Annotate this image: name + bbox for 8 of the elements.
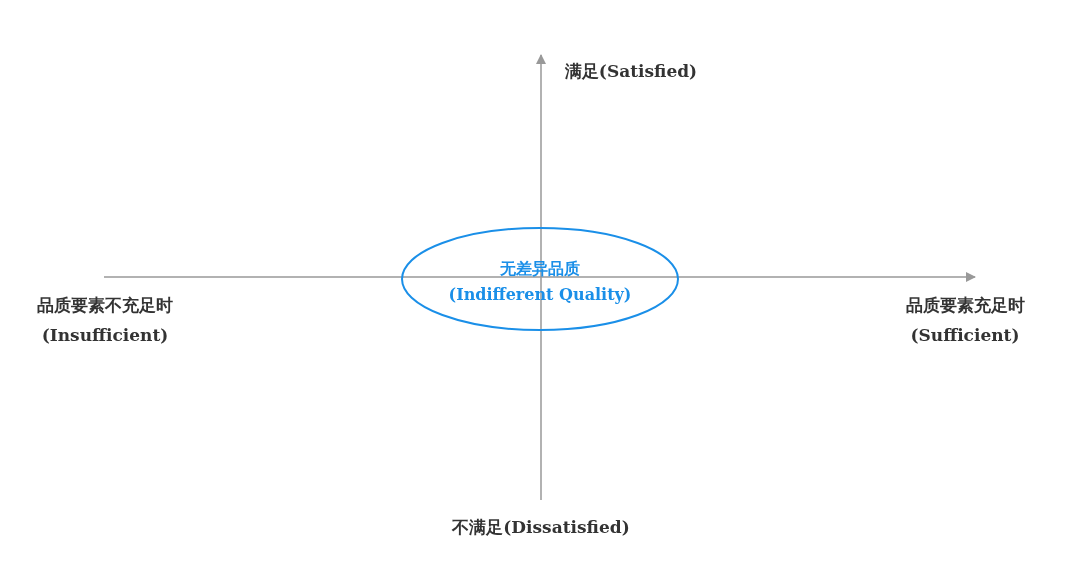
axis-label: 满足(Satisfied) [564,59,698,83]
region-label: 无差异品质 [500,259,580,280]
axis-label: (Sufficient) [910,325,1020,345]
axis-label: 不满足(Dissatisfied) [452,515,630,539]
axis-label: 品质要素充足时 [905,293,1025,317]
axis-label: 品质要素不充足时 [37,293,173,317]
region-label: (Indifferent Quality) [448,285,632,304]
axis-label: (Insufficient) [41,325,169,345]
